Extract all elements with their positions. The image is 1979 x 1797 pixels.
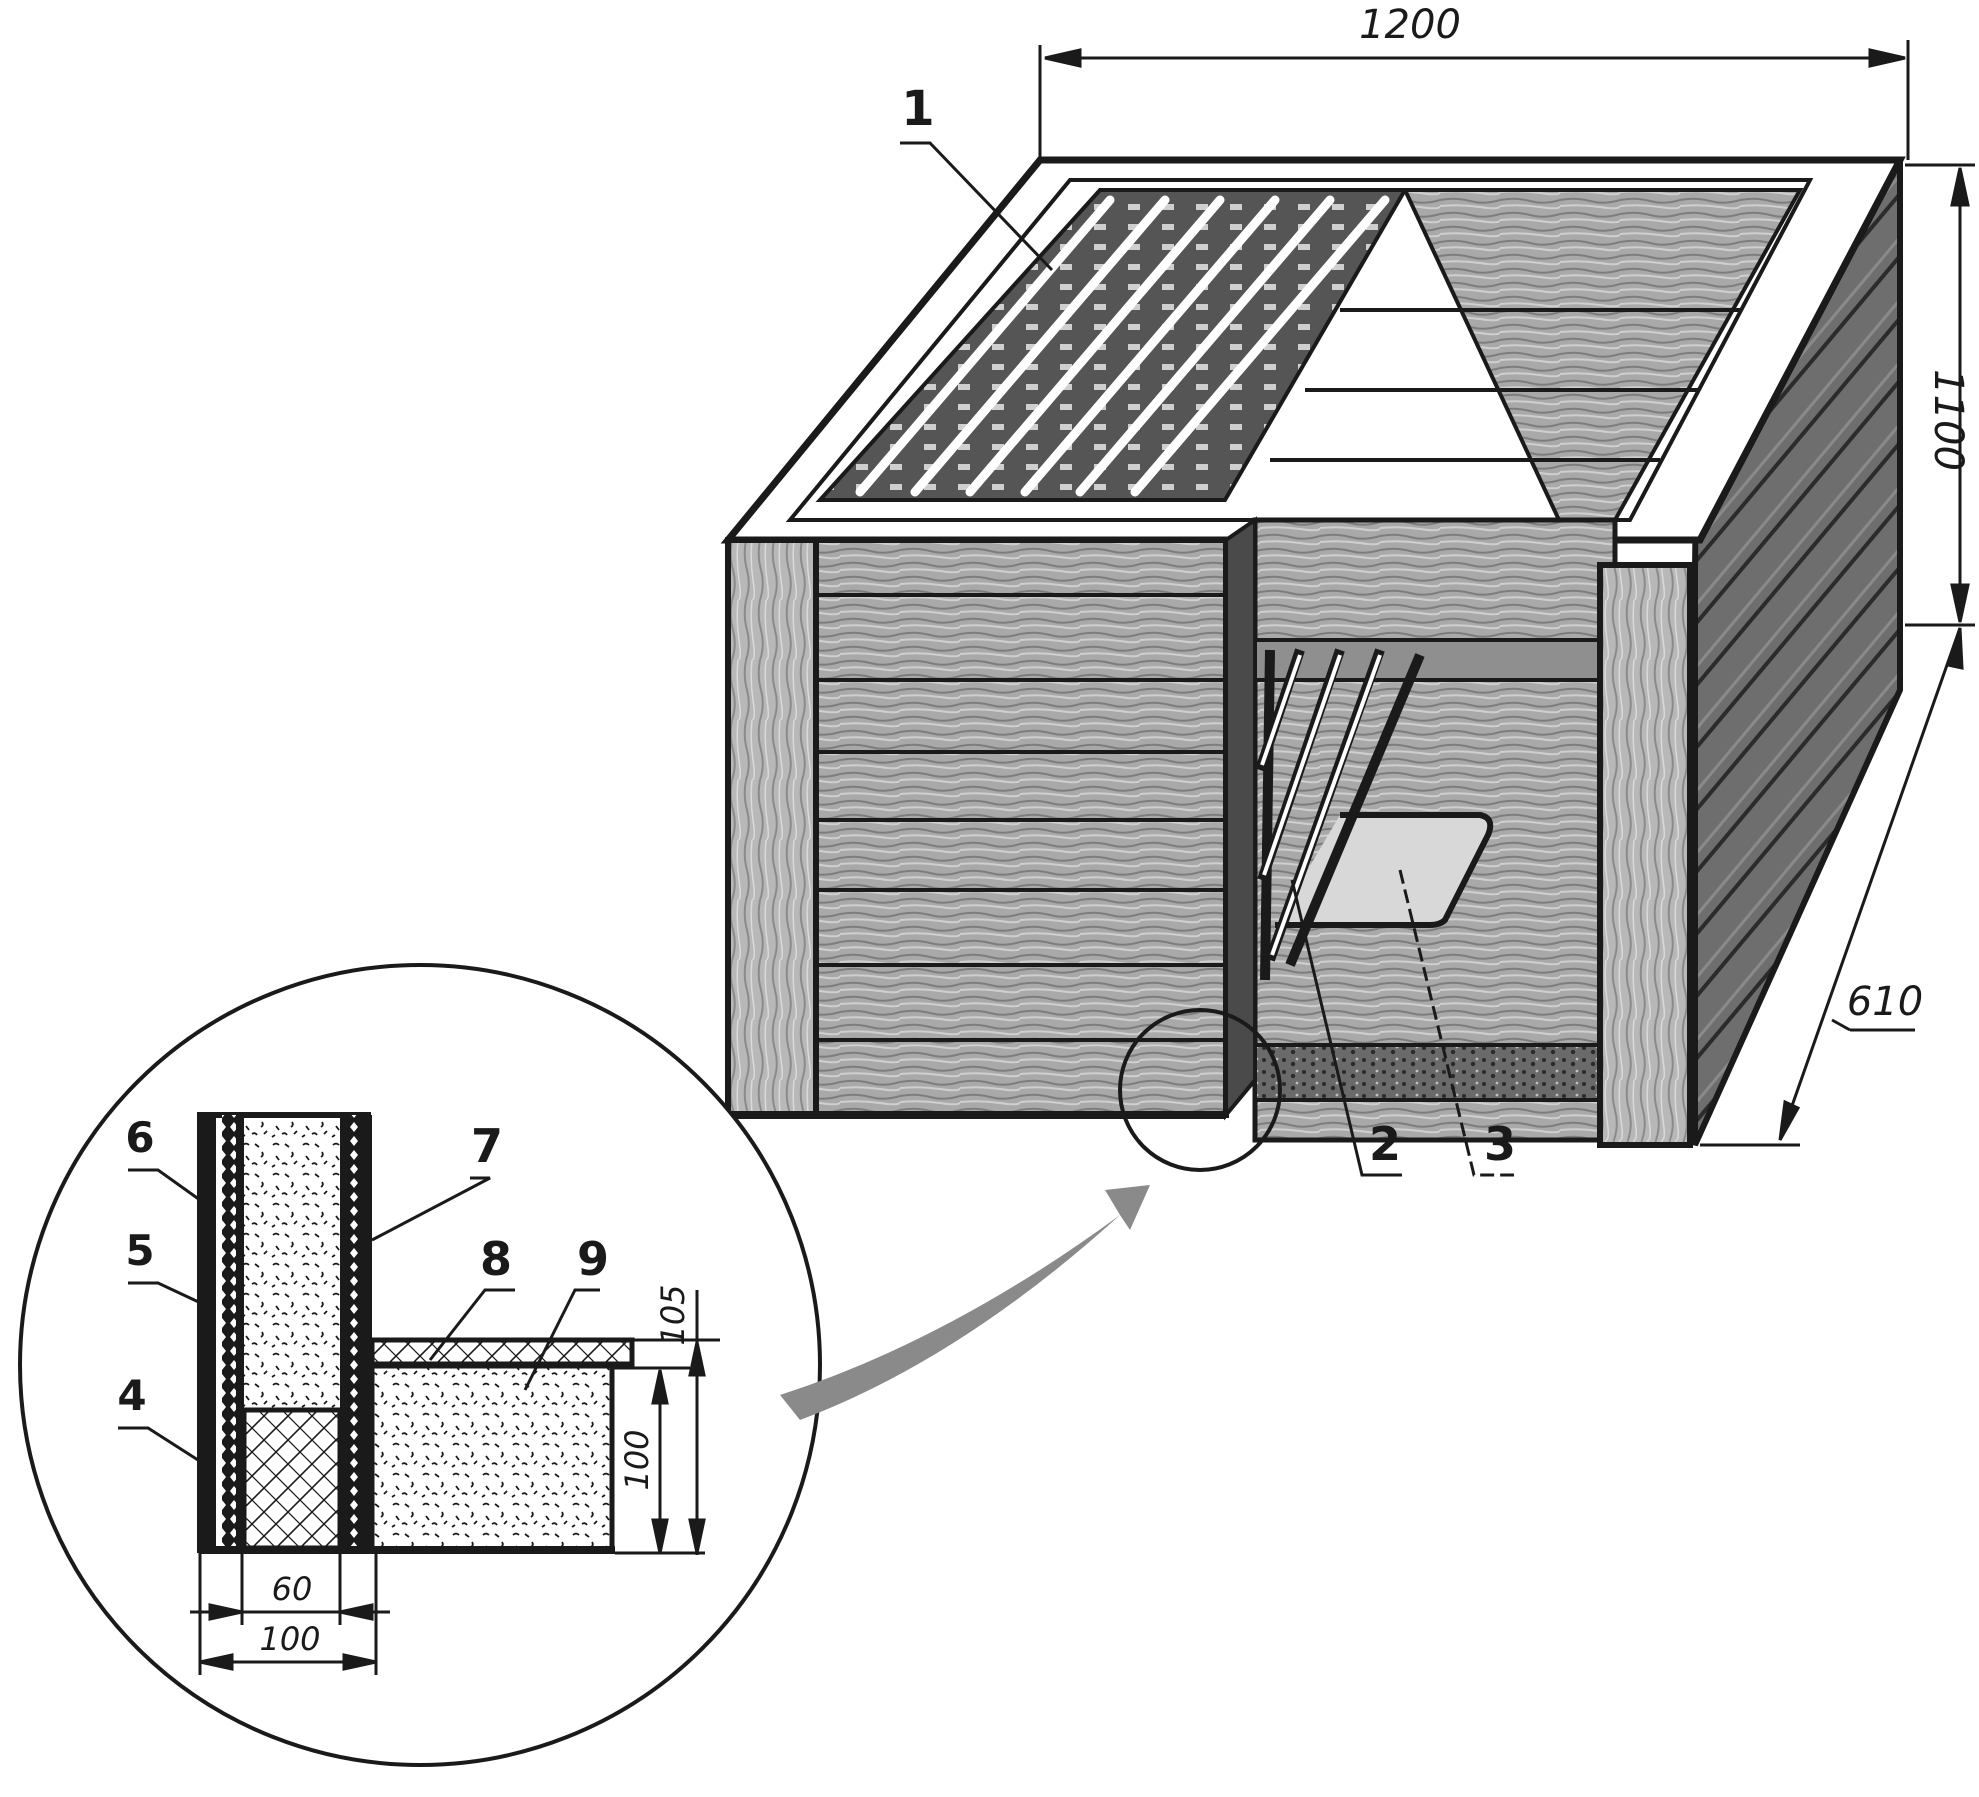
wall-insulation[interactable] bbox=[244, 1118, 340, 1410]
detail-view bbox=[18, 963, 1150, 1767]
detail-pointer-arrow bbox=[780, 1185, 1150, 1420]
wall-bottom-beam[interactable] bbox=[241, 1407, 343, 1551]
dimension-depth bbox=[1700, 627, 1964, 1147]
callout-2: 2 bbox=[1290, 879, 1402, 1177]
callout-8: 8 bbox=[480, 1232, 512, 1286]
callout-6: 6 bbox=[125, 1113, 154, 1162]
callout-5: 5 bbox=[125, 1226, 154, 1275]
callout-1: 1 bbox=[900, 81, 1054, 272]
panel-edge bbox=[1224, 516, 1257, 1121]
dim-floor-insulation: 100 bbox=[618, 1429, 656, 1490]
svg-text:2: 2 bbox=[1369, 1117, 1401, 1171]
front-plank-lines bbox=[816, 593, 1226, 1042]
front-left-panel bbox=[813, 537, 1229, 1118]
chain-layer-right bbox=[348, 1115, 362, 1550]
floor-insulation[interactable] bbox=[369, 1363, 615, 1553]
left-corner-post bbox=[725, 537, 819, 1118]
floor-layer bbox=[1253, 1043, 1617, 1102]
dim-core-width: 60 bbox=[272, 1570, 313, 1608]
floor-board[interactable] bbox=[369, 1337, 635, 1367]
outer-skin-left bbox=[200, 1115, 216, 1550]
detail-dimensions bbox=[190, 1290, 720, 1675]
tray[interactable] bbox=[1275, 812, 1494, 928]
detail-marker-circle bbox=[1118, 1008, 1282, 1172]
grate-slats bbox=[855, 195, 1390, 497]
dimension-width bbox=[1038, 40, 1910, 160]
dim-floor-total: 105 bbox=[654, 1284, 692, 1345]
dim-wall-total: 100 bbox=[259, 1620, 320, 1658]
dimension-height bbox=[1905, 163, 1975, 627]
dimension-width-label: 1200 bbox=[1359, 2, 1461, 48]
outer-skin-right bbox=[362, 1115, 372, 1550]
dimension-height-label: 1100 bbox=[1925, 369, 1971, 471]
svg-text:3: 3 bbox=[1484, 1117, 1516, 1171]
callout-3: 3 bbox=[1398, 869, 1516, 1177]
box-main-view bbox=[720, 156, 1906, 1172]
top-grate[interactable] bbox=[815, 188, 1409, 502]
detail-callouts bbox=[118, 1168, 600, 1462]
callout-4: 4 bbox=[117, 1371, 146, 1420]
inner-plank-lines bbox=[1270, 308, 1740, 462]
callout-7: 7 bbox=[471, 1119, 503, 1173]
svg-text:1: 1 bbox=[901, 81, 934, 137]
chain-layer-left bbox=[222, 1115, 236, 1550]
right-corner-post bbox=[1597, 562, 1693, 1148]
dimension-depth-label: 610 bbox=[1847, 979, 1923, 1025]
callout-9: 9 bbox=[577, 1232, 609, 1286]
